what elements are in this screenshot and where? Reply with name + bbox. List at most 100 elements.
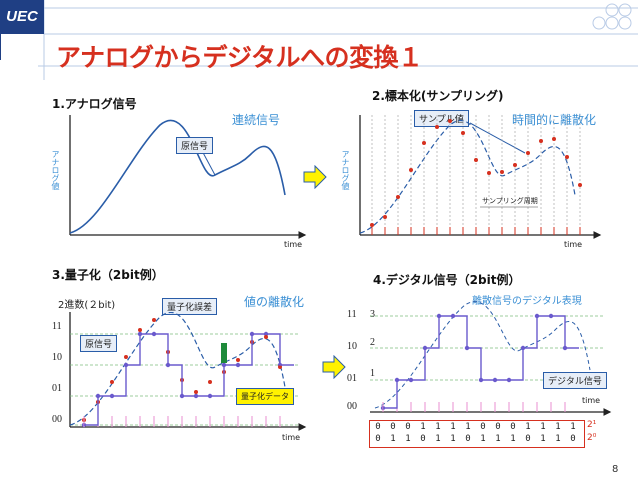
panel3-chart [69,312,307,431]
bit-cell: 1 [405,434,411,444]
panel1-heading: 1.アナログ信号 [52,97,137,111]
panel3-sample-point [194,390,198,394]
panel4-staircase [383,315,579,409]
bit-cell: 1 [555,434,561,444]
bit-cell: 1 [435,434,441,444]
panel2-y-label: アナログ値 [341,150,350,190]
bit-cell: 0 [465,434,471,444]
panel3-sample-point [264,335,268,339]
bit-cell: 0 [480,422,486,432]
bit-cell: 0 [525,434,531,444]
panel1-y-label: アナログ値 [51,150,60,190]
panel4-level-3: 3 [370,309,375,320]
arrow-right-icon [303,165,327,189]
panel3-sample-point [208,380,212,384]
page-number: 8 [612,464,619,475]
panel1-analog-curve [69,119,286,234]
panel3-callout-error: 量子化誤差 [162,298,218,315]
panel3-tick-00: 00 [52,414,62,425]
header-decoration [0,0,638,80]
bit-cell: 1 [450,422,456,432]
panel3-x-label: time [282,433,301,442]
panel3-callout-original: 原信号 [80,335,118,352]
panel3-sample-point [236,358,240,362]
bit-cell: 1 [510,434,516,444]
panel2-sample-point [578,183,582,187]
panel4-tick-10: 10 [347,341,357,352]
logo: UEC [0,0,44,34]
panel4-level-1: 1 [370,368,375,379]
bit-cell: 1 [555,422,561,432]
panel2-sample-point [448,119,452,123]
panel2-x-label: time [564,240,583,249]
panel4-tick-00: 00 [347,401,357,412]
power-low: 2⁰ [587,433,597,443]
panel2-callout: サンプル値 [414,110,469,127]
panel4-analog-curve [374,301,591,409]
panel2-sample-point [487,171,491,175]
panel2-sample-point [461,131,465,135]
bit-cell: 0 [405,422,411,432]
panel1-callout: 原信号 [176,137,214,154]
bit-cell: 1 [420,422,426,432]
arrow-right-icon-2 [322,355,346,379]
panel2-sample-point [539,139,543,143]
panel3-staircase [84,333,294,426]
bit-cell: 0 [420,434,426,444]
page-title: アナログからデジタルへの変換１ [56,43,423,72]
panel3-sample-point [278,365,282,369]
bit-cell: 0 [570,434,576,444]
bit-cell: 0 [375,422,381,432]
panel3-y-title: 2進数(２bit) [58,300,116,311]
bit-cell: 1 [495,434,501,444]
panel1-chart [69,115,307,239]
bit-cell: 1 [465,422,471,432]
panel4-tick-11: 11 [347,309,357,320]
panel3-error-marker [221,343,227,363]
power-high: 2¹ [587,420,597,430]
panel2-sample-point [409,168,413,172]
bit-cell: 1 [435,422,441,432]
panel1-x-label: time [284,240,303,249]
panel4-digital [380,313,579,412]
panel2-callout-leader [469,122,526,154]
panel2-sample-point [396,195,400,199]
panel4-x-label: time [582,396,601,405]
panel4-tick-01: 01 [347,373,357,384]
panel2-sample-point [526,151,530,155]
bit-cell: 1 [540,422,546,432]
panel3-quantized [81,318,294,428]
panel2-sample-point [474,158,478,162]
bit-cell: 1 [570,422,576,432]
panel2-sample-point [500,170,504,174]
bit-cell: 0 [375,434,381,444]
panel3-sample-point [124,355,128,359]
bit-cell: 0 [510,422,516,432]
panel3-tick-11: 11 [52,321,62,332]
panel2-sample-point [422,141,426,145]
bit-cell: 1 [450,434,456,444]
bit-cell: 1 [480,434,486,444]
panel2-sample-point [565,155,569,159]
panel2-samples [370,115,582,235]
panel3-sample-point [138,328,142,332]
panel2-sample-point [435,125,439,129]
panel3-sample-point [152,318,156,322]
panel3-callout-data: 量子化データ [236,388,294,405]
bit-cell: 1 [390,434,396,444]
panel2-period-label: サンプリング周期 [482,197,538,205]
panel2-sample-point [513,163,517,167]
panel2-heading: 2.標本化(サンプリング) [372,89,504,103]
panel4-chart [370,301,612,416]
panel3-blue-label: 値の離散化 [244,295,305,309]
bit-cell: 0 [495,422,501,432]
panel2-analog-curve [359,120,576,234]
panel3-sample-point [110,380,114,384]
panel3-heading: 3.量子化（2bit例） [52,268,164,282]
panel4-callout: デジタル信号 [543,372,607,389]
panel3-analog-curve [69,312,286,426]
bit-cell: 0 [390,422,396,432]
